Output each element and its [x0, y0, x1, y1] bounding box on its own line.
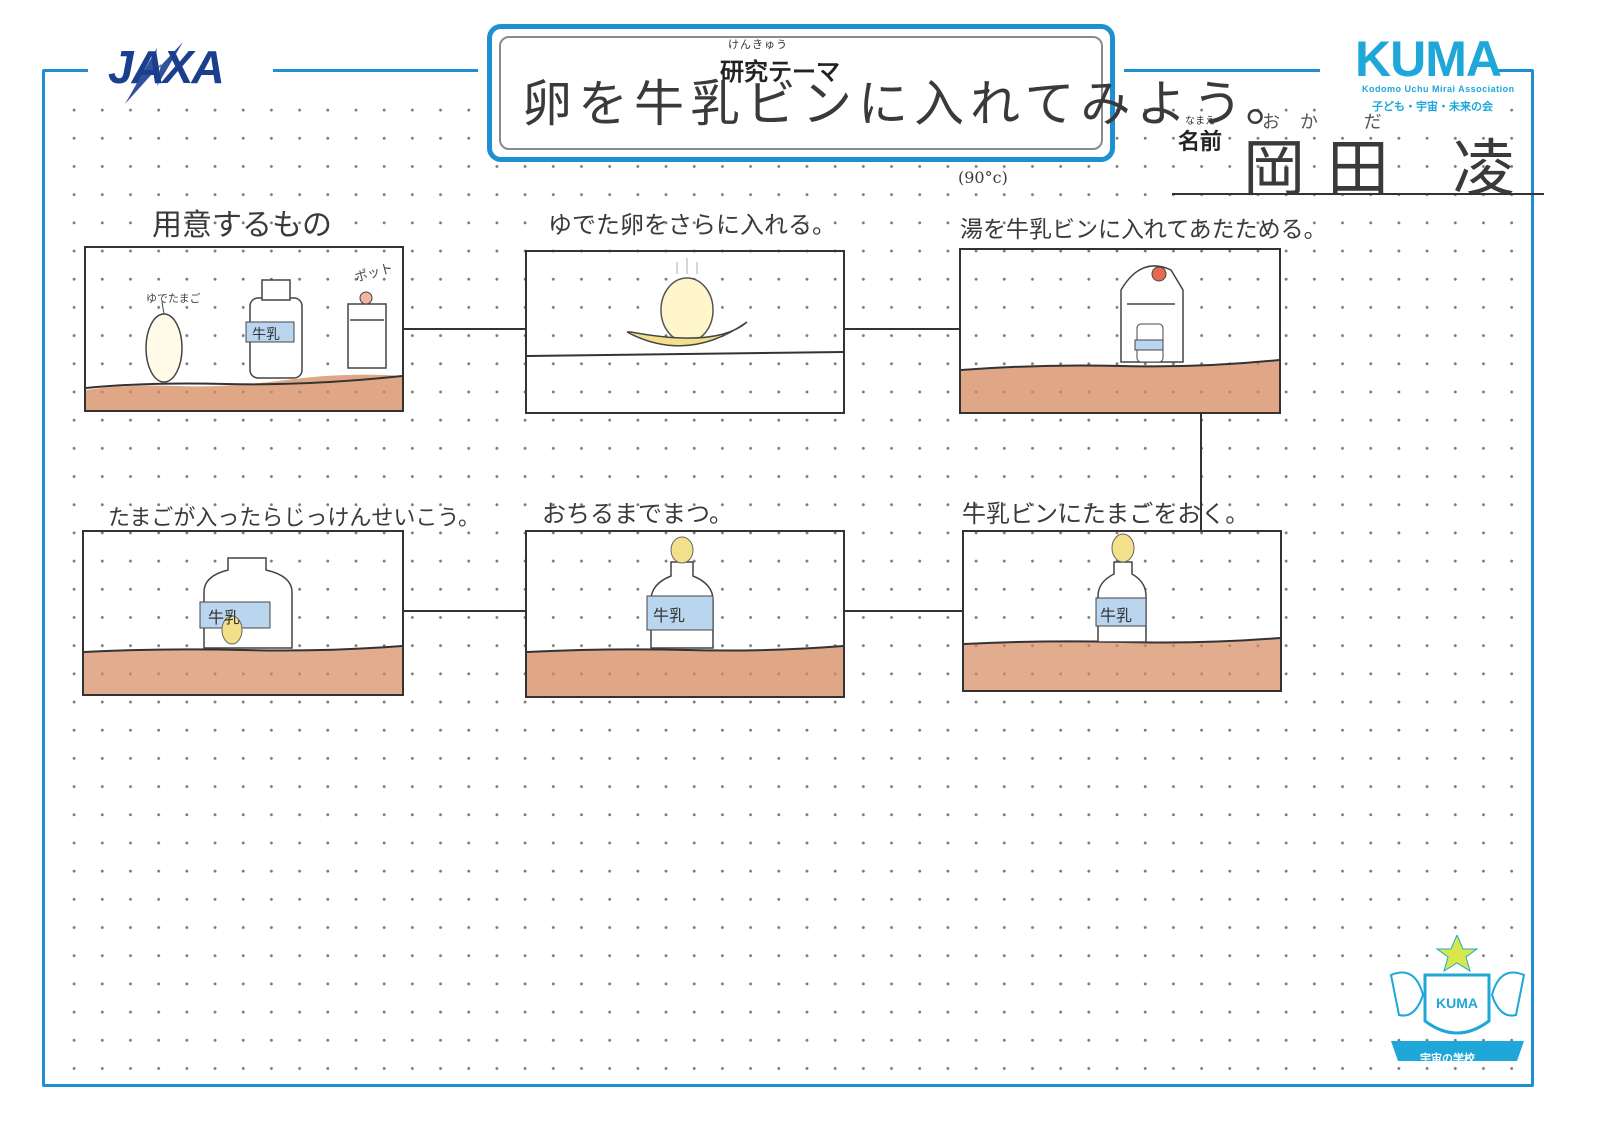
milk-label: 牛乳	[252, 327, 280, 343]
panel-3-caption-note: (90°c)	[958, 168, 1008, 187]
panel-6: 牛乳	[962, 530, 1282, 692]
panel-2	[525, 250, 845, 414]
milk-label: 牛乳	[1100, 606, 1133, 625]
panel-2-caption: ゆでた卵をさらに入れる。	[548, 211, 836, 239]
theme-value: 卵を牛乳ビンに入れてみよう。	[522, 75, 1302, 133]
dot-grid	[60, 96, 1520, 1076]
kuma-logo: KUMA	[1355, 31, 1502, 87]
emblem-banner: 宇宙の学校	[1420, 1052, 1475, 1065]
name-underline	[1172, 193, 1544, 195]
milk-label: 牛乳	[653, 606, 686, 625]
connector-1-2	[404, 328, 526, 330]
connector-3-6	[1200, 414, 1202, 532]
panel-4-caption: たまごが入ったらじっけんせいこう。	[108, 506, 481, 531]
egg-label: ゆでたまご	[146, 292, 201, 305]
panel-5-caption: おちるまでまつ。	[542, 500, 734, 528]
panel-5: 牛乳	[525, 530, 845, 698]
name-label: 名前	[1178, 130, 1223, 155]
name-ruby: なまえ	[1185, 116, 1215, 127]
name-reading: おか だ	[1262, 112, 1402, 133]
connector-5-4	[404, 610, 525, 612]
panel-4: 牛乳	[82, 530, 404, 696]
panel-1: ゆでたまご 牛乳 ポット	[84, 246, 404, 412]
theme-ruby: けんきゅう	[728, 38, 788, 51]
jaxa-logo-icon	[125, 42, 183, 104]
panel-1-caption: 用意するもの	[152, 208, 332, 243]
panel-3	[959, 248, 1281, 414]
kuma-emblem-icon	[1389, 935, 1526, 1061]
kuma-japanese-name: 子ども・宇宙・未来の会	[1372, 100, 1493, 113]
connector-6-5	[845, 610, 962, 612]
kuma-english-name: Kodomo Uchu Mirai Association	[1362, 84, 1515, 94]
theme-label: 研究テーマ	[720, 58, 840, 86]
panel-3-caption: 湯を牛乳ビンに入れてあたためる。	[960, 217, 1327, 243]
theme-box	[487, 24, 1115, 162]
panel-6-caption: 牛乳ビンにたまごをおく。	[962, 500, 1250, 528]
milk-label: 牛乳	[208, 608, 241, 627]
connector-2-3	[845, 328, 959, 330]
name-value: 岡田 凌	[1243, 132, 1537, 205]
emblem-logo: KUMA	[1436, 995, 1478, 1011]
jaxa-logo-text: JAXA	[108, 41, 225, 93]
